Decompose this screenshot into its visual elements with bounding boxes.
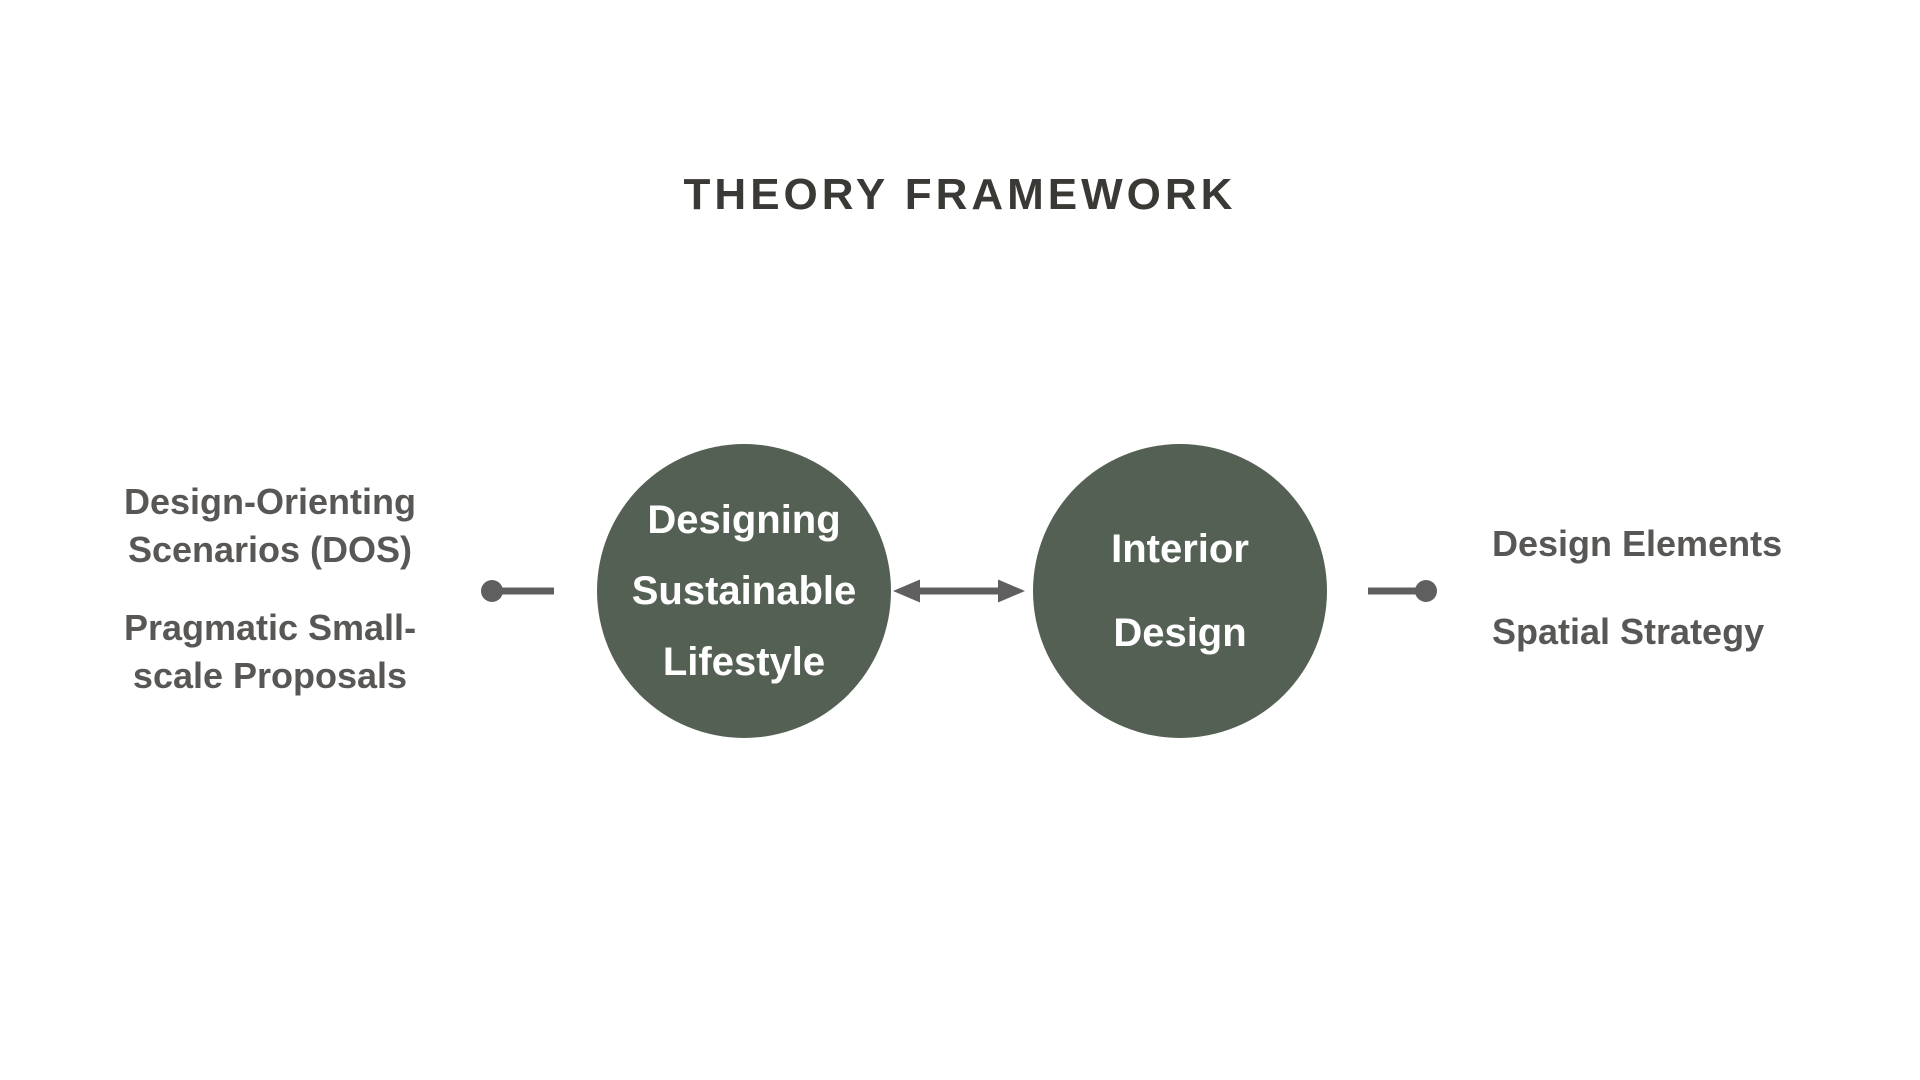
- page-title: THEORY FRAMEWORK: [683, 170, 1237, 219]
- node-label-line: Lifestyle: [662, 639, 826, 684]
- annotation-design-orienting-scenarios: Design-Orienting Scenarios (DOS): [60, 478, 480, 574]
- annotation-spatial-strategy: Spatial Strategy: [1492, 608, 1912, 656]
- bidirectional-arrow-icon: [893, 579, 1025, 603]
- node-label-line: Design: [1113, 611, 1247, 655]
- right-annotation-group: Design Elements Spatial Strategy: [1492, 520, 1912, 656]
- annotation-line: Pragmatic Small-: [123, 607, 417, 648]
- left-connector-line: [481, 580, 554, 602]
- annotation-line: Design-Orienting: [123, 481, 416, 522]
- annotation-line: scale Proposals: [132, 655, 408, 696]
- left-connector-dot-icon: [481, 580, 503, 602]
- arrowhead-right: [998, 579, 1025, 603]
- arrowhead-left: [893, 579, 920, 603]
- annotation-line: Scenarios (DOS): [127, 529, 413, 570]
- annotation-line: Spatial Strategy: [1492, 611, 1765, 652]
- node-label-line: Sustainable: [631, 568, 857, 613]
- node-label-line: Interior: [1111, 527, 1249, 571]
- left-annotation-group: Design-Orienting Scenarios (DOS) Pragmat…: [60, 478, 480, 700]
- right-connector-dot-icon: [1415, 580, 1437, 602]
- annotation-design-elements: Design Elements: [1492, 520, 1912, 568]
- annotation-pragmatic-proposals: Pragmatic Small- scale Proposals: [60, 604, 480, 700]
- right-connector-line: [1368, 580, 1437, 602]
- node-designing-sustainable-lifestyle: Designing Sustainable Lifestyle: [597, 444, 891, 738]
- annotation-line: Design Elements: [1492, 523, 1783, 564]
- node-label-line: Designing: [647, 497, 841, 542]
- node-interior-design: Interior Design: [1033, 444, 1327, 738]
